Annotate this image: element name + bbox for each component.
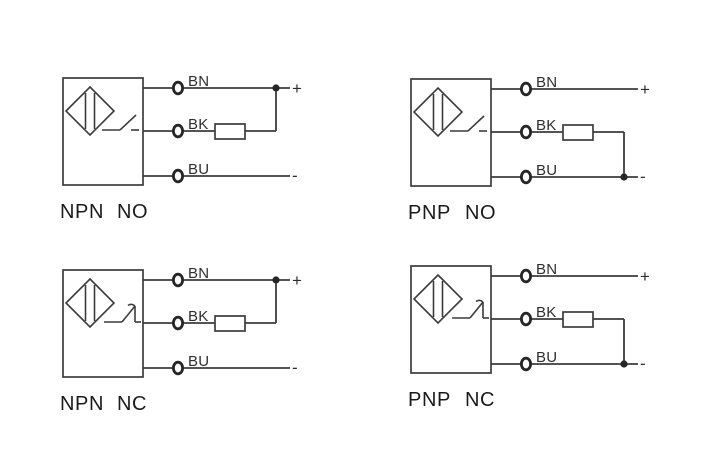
sensor-box (410, 78, 492, 187)
diagram-pnp-nc-drawing: BN BK BU + - PNP NC (408, 261, 650, 411)
wire-label-bk: BK (188, 308, 208, 325)
terminal-bk (519, 124, 532, 140)
diagram-caption-contact: NC (465, 389, 495, 411)
diagram-npn-no-drawing: BN BK BU + - NPN NO (60, 73, 302, 223)
diagram-caption-contact: NO (465, 202, 496, 224)
load-resistor (214, 123, 246, 140)
load-resistor (562, 311, 594, 328)
polarity-minus: - (640, 354, 646, 373)
diagram-pnp-no-drawing: BN BK BU + - PNP NO (408, 74, 650, 224)
proximity-sensor-icon (64, 277, 116, 329)
polarity-plus: + (292, 271, 302, 290)
proximity-sensor-icon (412, 86, 464, 138)
polarity-minus: - (292, 358, 298, 377)
sensor-box (410, 265, 492, 374)
polarity-plus: + (640, 80, 650, 99)
nc-switch-icon (104, 303, 141, 323)
diagram-caption-contact: NO (117, 201, 148, 223)
junction-dot (272, 84, 280, 92)
nc-switch-icon (452, 299, 489, 319)
proximity-sensor-icon (412, 273, 464, 325)
terminal-bk (519, 311, 532, 327)
diagram-pnp-nc: BN BK BU + - PNP NC (388, 248, 688, 423)
wire-label-bu: BU (188, 161, 209, 178)
diagram-caption-contact: NC (117, 393, 147, 415)
junction-dot (620, 360, 628, 368)
wire-label-bn: BN (188, 265, 209, 282)
no-switch-icon (450, 115, 487, 132)
diagram-npn-nc: BN BK BU + - NPN NC (40, 252, 340, 427)
proximity-sensor-icon (64, 85, 116, 137)
junction-dot (272, 276, 280, 284)
sensor-box (62, 77, 144, 186)
diagram-pnp-no: BN BK BU + - PNP NO (388, 61, 688, 236)
wire-label-bk: BK (536, 304, 556, 321)
diagram-npn-no: BN BK BU + - NPN NO (40, 60, 340, 235)
terminal-bu (171, 168, 184, 184)
sensor-box (62, 269, 144, 378)
load-resistor (214, 315, 246, 332)
terminal-bu (171, 360, 184, 376)
terminal-bn (171, 272, 184, 288)
terminal-bn (519, 81, 532, 97)
diagram-caption-transistor: NPN (60, 201, 104, 223)
polarity-minus: - (640, 167, 646, 186)
wire-label-bu: BU (536, 162, 557, 179)
diagram-caption-transistor: NPN (60, 393, 104, 415)
wire-label-bk: BK (188, 116, 208, 133)
terminal-bn (519, 268, 532, 284)
no-switch-icon (102, 114, 139, 131)
polarity-plus: + (640, 267, 650, 286)
terminal-bk (171, 123, 184, 139)
terminal-bu (519, 356, 532, 372)
diagram-caption-transistor: PNP (408, 389, 451, 411)
wire-label-bu: BU (188, 353, 209, 370)
terminal-bn (171, 80, 184, 96)
terminal-bu (519, 169, 532, 185)
wire-label-bn: BN (536, 261, 557, 278)
terminal-bk (171, 315, 184, 331)
wire-label-bu: BU (536, 349, 557, 366)
polarity-plus: + (292, 79, 302, 98)
diagram-npn-nc-drawing: BN BK BU + - NPN NC (60, 265, 302, 415)
wire-label-bn: BN (536, 74, 557, 91)
load-resistor (562, 124, 594, 141)
polarity-minus: - (292, 166, 298, 185)
diagram-caption-transistor: PNP (408, 202, 451, 224)
junction-dot (620, 173, 628, 181)
wire-label-bn: BN (188, 73, 209, 90)
wire-label-bk: BK (536, 117, 556, 134)
